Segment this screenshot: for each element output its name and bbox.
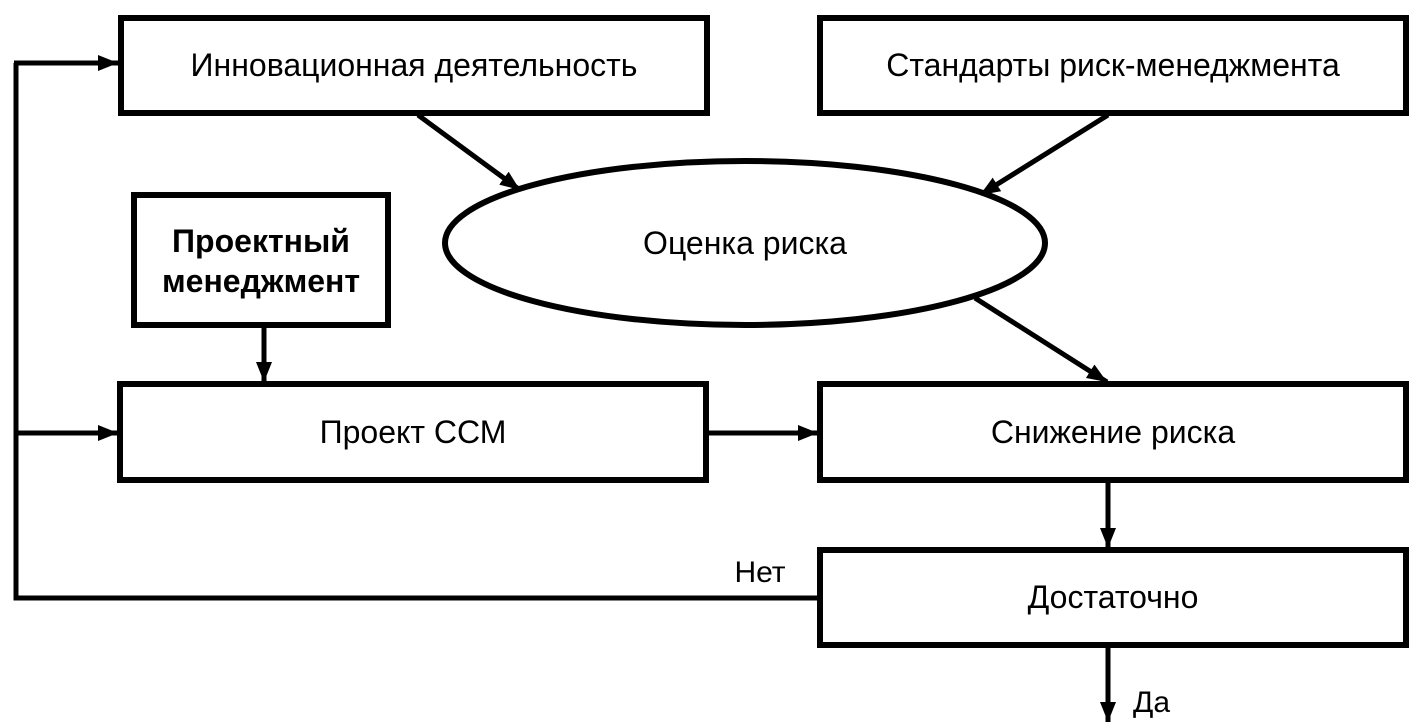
node-project-ssm: Проект ССМ <box>117 381 709 483</box>
edge-innovation-to-assessment <box>416 112 522 193</box>
edge-standards-to-assessment <box>978 112 1110 198</box>
node-risk-assessment: Оценка риска <box>442 158 1048 328</box>
node-project-ssm-label: Проект ССМ <box>320 414 507 450</box>
edge-feedback-loop <box>13 63 820 601</box>
node-risk-reduction: Снижение риска <box>817 381 1409 483</box>
node-sufficient: Достаточно <box>817 547 1409 648</box>
node-standards: Стандарты риск-менеджмента <box>817 15 1409 116</box>
node-innovation: Инновационная деятельность <box>118 15 710 116</box>
node-risk-assessment-label: Оценка риска <box>643 225 847 261</box>
node-project-management: Проектный менеджмент <box>131 192 391 328</box>
edge-assessment-to-reduction <box>973 295 1109 385</box>
edge-label-no: Нет <box>734 556 785 589</box>
node-sufficient-label: Достаточно <box>1028 579 1199 615</box>
node-standards-label: Стандарты риск-менеджмента <box>886 47 1340 83</box>
edge-label-yes: Да <box>1133 686 1170 719</box>
node-risk-reduction-label: Снижение риска <box>991 414 1235 450</box>
node-innovation-label: Инновационная деятельность <box>191 47 638 83</box>
node-project-management-label-line2: менеджмент <box>162 263 360 299</box>
node-project-management-label-line1: Проектный <box>172 223 350 259</box>
